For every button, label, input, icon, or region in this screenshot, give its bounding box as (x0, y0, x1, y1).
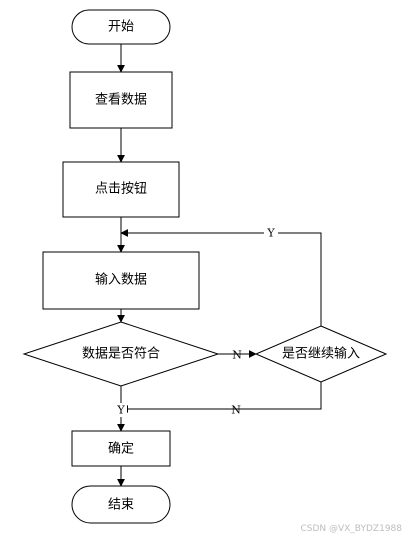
continue-yes-label: Y (266, 227, 275, 240)
continue-input-label: 是否继续输入 (282, 346, 360, 362)
continue-yes-label-bg (264, 226, 278, 240)
enter-data-process (42, 251, 200, 310)
watermark: CSDN @VX_BYDZ1988 (300, 524, 402, 534)
data-match-label: 数据是否符合 (82, 346, 160, 362)
click-button-label: 点击按钮 (95, 182, 147, 197)
view-data-label: 查看数据 (95, 92, 147, 108)
end-label: 结束 (108, 498, 134, 513)
match-yes-label-bg (115, 403, 127, 417)
end-terminal (71, 485, 171, 524)
confirm-label: 确定 (108, 442, 134, 457)
confirm-process (71, 430, 171, 467)
enter-data-label: 输入数据 (95, 272, 147, 288)
start-label: 开始 (108, 20, 134, 35)
view-data-process (69, 71, 173, 129)
edge-continue-no (120, 382, 322, 413)
match-yes-label: Y (116, 404, 125, 417)
continue-no-label: N (231, 404, 241, 417)
match-no-label: N (232, 349, 242, 362)
edge-continue-yes (120, 229, 322, 326)
